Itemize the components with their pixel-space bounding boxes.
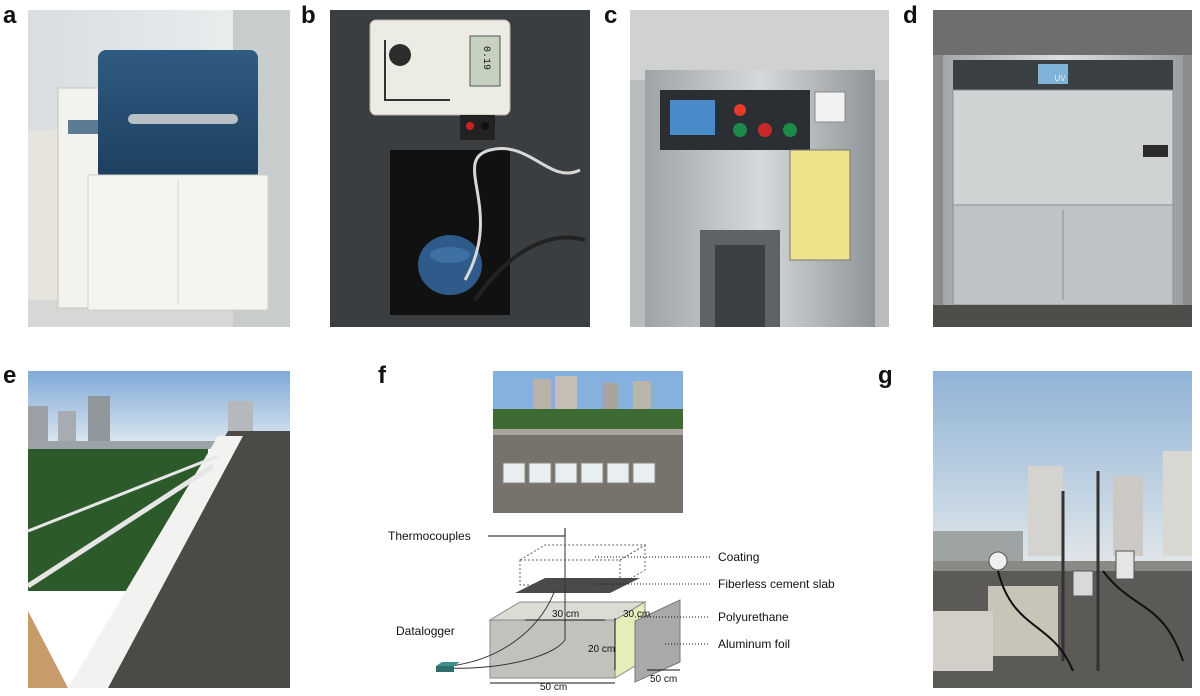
dim-depth: 50 cm [650,674,677,685]
panel-label-e: e [3,362,17,389]
photo-weather-station [933,371,1192,688]
thermocouple-wire-1 [449,528,566,669]
panel-label-d: d [903,2,918,29]
label-coating: Coating [718,550,759,564]
panel-label-a: a [3,2,17,29]
photo-rooftop-samples [28,371,290,688]
photo-test-boxes [493,371,683,513]
datalogger-box [436,666,454,672]
label-aluminum-foil: Aluminum foil [718,637,790,651]
panel-label-f: f [378,362,386,389]
meter-display: 0.19 [480,45,491,70]
label-thermocouples: Thermocouples [388,529,471,543]
panel-label-c: c [604,2,618,29]
dim-width: 50 cm [540,682,567,690]
panel-label-g: g [878,362,893,389]
test-box-schematic: Thermocouples Coating Fiberless cement s… [388,528,835,690]
aluminum-foil-panel [634,599,681,683]
dim-height: 20 cm [588,644,615,655]
photo-uv-chamber: UV [933,10,1192,327]
coating-top [518,544,647,561]
label-fiberless-slab: Fiberless cement slab [718,577,835,591]
dim-top-width: 30 cm [552,609,579,620]
photo-spectrometer [28,10,290,327]
panel-label-b: b [301,2,316,29]
thermocouple-wire-2 [449,589,556,667]
label-polyurethane: Polyurethane [718,610,789,624]
coating-layer [519,559,621,586]
dim-top-depth: 30 cm [623,609,650,620]
cement-slab [515,578,640,593]
photo-aging-chamber [630,10,889,327]
uv-panel-text: UV [1054,74,1066,83]
label-datalogger: Datalogger [396,624,455,638]
photo-radiometer: 0.19 [330,10,590,327]
